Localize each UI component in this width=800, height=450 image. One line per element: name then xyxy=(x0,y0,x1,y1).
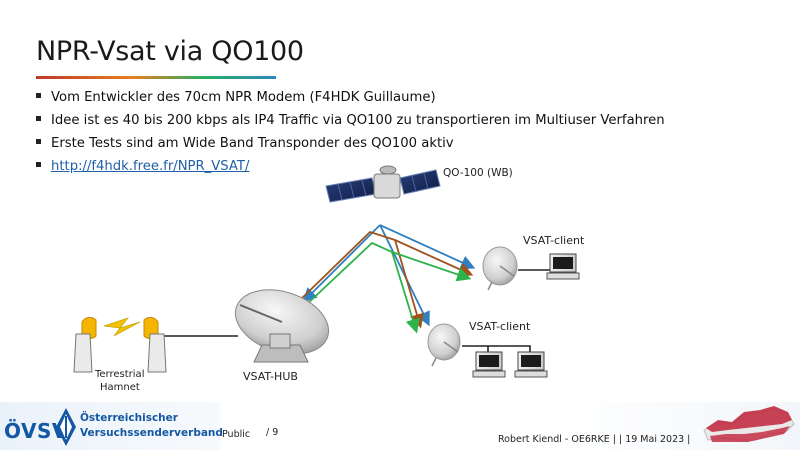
vsat-client-label: VSAT-client xyxy=(523,234,585,247)
austria-map-icon xyxy=(703,406,795,442)
vsat-hub-dish-icon xyxy=(234,289,330,363)
ovsv-emblem-icon xyxy=(56,408,76,446)
bullet-item: Erste Tests sind am Wide Band Transponde… xyxy=(36,132,665,155)
org-name-line1: Österreichischer xyxy=(80,412,178,424)
author-info: Robert Kiendl - OE6RKE | | 19 Mai 2023 | xyxy=(498,434,691,445)
bullet-square-icon xyxy=(36,92,41,98)
vsat-hub-label: VSAT-HUB xyxy=(243,370,298,383)
ovsv-logo-text: ÖVSV xyxy=(4,419,68,443)
computer-icon xyxy=(514,351,548,378)
terrestrial-label: Terrestrial xyxy=(95,369,145,380)
npr-vsat-link[interactable]: http://f4hdk.free.fr/NPR_VSAT/ xyxy=(51,159,250,174)
bullet-square-icon xyxy=(36,115,41,121)
bullet-list: Vom Entwickler des 70cm NPR Modem (F4HDK… xyxy=(36,86,665,178)
terrestrial-antenna-icon xyxy=(143,316,167,373)
bullet-item: http://f4hdk.free.fr/NPR_VSAT/ xyxy=(36,155,665,178)
hamnet-label: Hamnet xyxy=(100,382,140,393)
satellite-label: QO-100 (WB) xyxy=(443,167,513,179)
vsat-client-dish-icon xyxy=(427,323,461,367)
slide-title: NPR-Vsat via QO100 xyxy=(36,36,304,67)
bullet-item: Idee ist es 40 bis 200 kbps als IP4 Traf… xyxy=(36,109,665,132)
bullet-item: Vom Entwickler des 70cm NPR Modem (F4HDK… xyxy=(36,86,665,109)
network-diagram xyxy=(73,165,580,378)
terrestrial-antenna-icon xyxy=(73,316,97,373)
vsat-client-label: VSAT-client xyxy=(469,320,531,333)
classification-label: Public xyxy=(222,429,251,440)
satellite-icon xyxy=(325,165,441,203)
vsat-client-dish-icon xyxy=(482,246,518,291)
title-underline xyxy=(36,76,276,79)
org-name-line2: Versuchssenderverband xyxy=(80,427,223,439)
signal-arrows xyxy=(299,224,476,334)
bullet-square-icon xyxy=(36,161,41,167)
page-number: / 9 xyxy=(266,427,279,438)
computer-icon xyxy=(472,351,506,378)
lightning-icon xyxy=(103,317,141,337)
computer-icon xyxy=(546,253,580,280)
footer-logo-band xyxy=(0,402,220,450)
bullet-square-icon xyxy=(36,138,41,144)
